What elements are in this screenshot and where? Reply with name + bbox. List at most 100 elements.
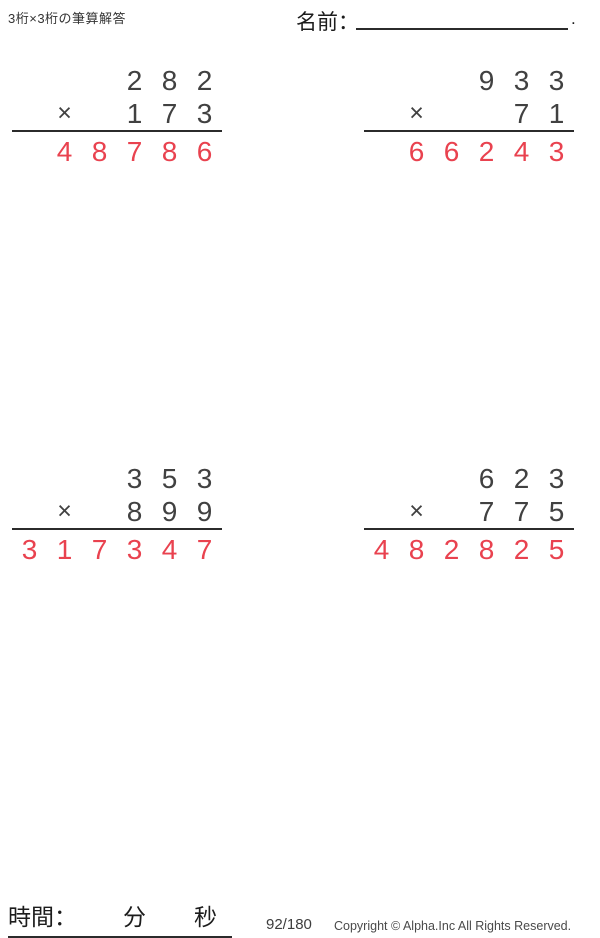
name-label: 名前： [296, 11, 359, 34]
digit-cell [434, 97, 469, 130]
digit-cell [12, 135, 47, 168]
digit-cell [82, 495, 117, 528]
digit-cell: 1 [126, 98, 143, 129]
digit-cell: 4 [56, 136, 73, 167]
digit-cell [12, 462, 47, 495]
digit-cell: 3 [126, 534, 143, 565]
digit-cell [12, 495, 47, 528]
name-period: . [571, 9, 576, 28]
digit-cell: 7 [91, 534, 108, 565]
digit-cell: 9 [478, 65, 495, 96]
digit-cell [82, 97, 117, 130]
digit-cell [469, 97, 504, 130]
digit-cell [434, 64, 469, 97]
digit-cell: 2 [196, 65, 213, 96]
digit-cell: 2 [513, 463, 530, 494]
digit-cell [12, 64, 47, 97]
time-field: 時間： 分 秒 [8, 898, 232, 938]
digit-cell: 7 [513, 496, 530, 527]
digit-cell: 5 [548, 534, 565, 565]
digit-cell: 8 [161, 65, 178, 96]
digit-cell [434, 462, 469, 495]
digit-cell: 6 [443, 136, 460, 167]
digit-cell [364, 495, 399, 528]
page-number: 92/180 [266, 916, 312, 933]
digit-cell: 7 [196, 534, 213, 565]
digit-cell [399, 64, 434, 97]
multiply-sign: × [57, 497, 72, 525]
time-label: 時間： [8, 904, 77, 930]
digit-cell: 3 [513, 65, 530, 96]
digit-cell [364, 64, 399, 97]
digit-cell: 6 [478, 463, 495, 494]
multiply-sign: × [57, 99, 72, 127]
digit-cell: 7 [513, 98, 530, 129]
digit-cell: 8 [91, 136, 108, 167]
rule-line [364, 528, 574, 530]
digit-cell: 3 [548, 65, 565, 96]
digit-cell [364, 135, 399, 168]
digit-cell: 6 [408, 136, 425, 167]
rule-line [12, 130, 222, 132]
digit-cell: 8 [408, 534, 425, 565]
copyright-notice: Copyright © Alpha.Inc All Rights Reserve… [334, 919, 572, 933]
digit-cell: 9 [161, 496, 178, 527]
digit-cell: 6 [196, 136, 213, 167]
digit-cell [82, 64, 117, 97]
digit-cell: 9 [196, 496, 213, 527]
multiply-sign: × [409, 99, 424, 127]
digit-cell: 7 [126, 136, 143, 167]
digit-cell: 8 [478, 534, 495, 565]
digit-cell: 4 [161, 534, 178, 565]
digit-cell: 5 [161, 463, 178, 494]
digit-cell [82, 462, 117, 495]
digit-cell: 3 [126, 463, 143, 494]
rule-line [364, 130, 574, 132]
digit-cell [364, 97, 399, 130]
digit-cell: 3 [548, 463, 565, 494]
digit-cell: 3 [196, 463, 213, 494]
digit-cell [12, 97, 47, 130]
digit-cell: 7 [478, 496, 495, 527]
digit-cell: 4 [373, 534, 390, 565]
digit-cell: 2 [443, 534, 460, 565]
digit-cell [399, 462, 434, 495]
digit-cell: 7 [161, 98, 178, 129]
digit-cell: 2 [478, 136, 495, 167]
rule-line [12, 528, 222, 530]
digit-cell: 5 [548, 496, 565, 527]
digit-cell: 8 [126, 496, 143, 527]
name-blank-line [356, 6, 568, 30]
digit-cell: 8 [161, 136, 178, 167]
digit-cell: 2 [513, 534, 530, 565]
page-title: 3桁×3桁の筆算解答 [8, 11, 127, 26]
digit-cell: 4 [513, 136, 530, 167]
digit-cell: 2 [126, 65, 143, 96]
seconds-label: 秒 [194, 904, 217, 930]
digit-cell: 1 [548, 98, 565, 129]
digit-cell [47, 64, 82, 97]
digit-cell: 1 [56, 534, 73, 565]
digit-cell [434, 495, 469, 528]
digit-cell: 3 [21, 534, 38, 565]
multiply-sign: × [409, 497, 424, 525]
digit-cell: 3 [196, 98, 213, 129]
digit-cell: 3 [548, 136, 565, 167]
minutes-label: 分 [123, 904, 146, 930]
